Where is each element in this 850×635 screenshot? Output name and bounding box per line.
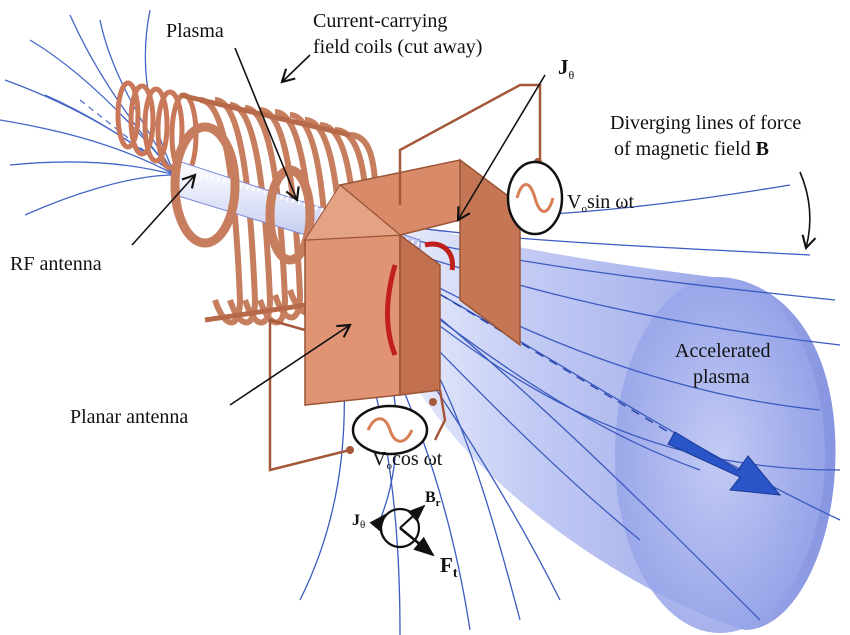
exhaust-direction-arrow [667,431,782,496]
force-vector-inset [369,504,435,557]
j-theta-leader-arrow [456,74,546,222]
inset-f-arrow [399,526,435,557]
diverging-label-line2: of magnetic field B [614,138,769,160]
coils-label-line1: Current-carrying [313,10,447,32]
accelerated-label-line2: plasma [693,366,750,388]
cutaway-rings [170,122,315,265]
inset-b-label: Br [425,489,441,509]
rf-antenna-leader-arrow [131,173,197,246]
plume-mouth [615,277,825,633]
leader-arrows [131,47,817,406]
j-theta-label: Jθ [558,55,575,82]
vsin-label: Vosin ωt [567,191,634,215]
ac-source-sin [506,160,564,236]
inset-b-arrow [399,504,426,529]
wire-terminal-left [346,446,354,454]
planar-antenna-leader-arrow [229,323,352,406]
plasma-label: Plasma [166,20,224,42]
coils-leader-arrow [280,54,311,84]
inset-j-arrow [369,513,387,539]
upstream-field-lines [0,9,176,216]
inset-f-label: Ft [440,553,458,581]
accelerated-label-line1: Accelerated [675,340,770,362]
j-theta-current-arrows [385,241,456,356]
plasma-plume [330,205,836,633]
vcos-label: Vocos ωt [372,448,443,472]
coils-label-line2: field coils (cut away) [313,36,482,58]
inset-j-label: Jθ [352,512,365,531]
planar-antenna-box [304,158,522,406]
rf-antenna-label: RF antenna [10,253,102,275]
planar-antenna-label: Planar antenna [70,406,188,428]
plasma-leader-arrow [234,47,300,203]
diverging-label-line1: Diverging lines of force [610,112,801,134]
diverging-leader-arrow [799,171,817,251]
ac-source-cos [351,404,429,456]
wire-terminal-bottom [429,398,437,406]
